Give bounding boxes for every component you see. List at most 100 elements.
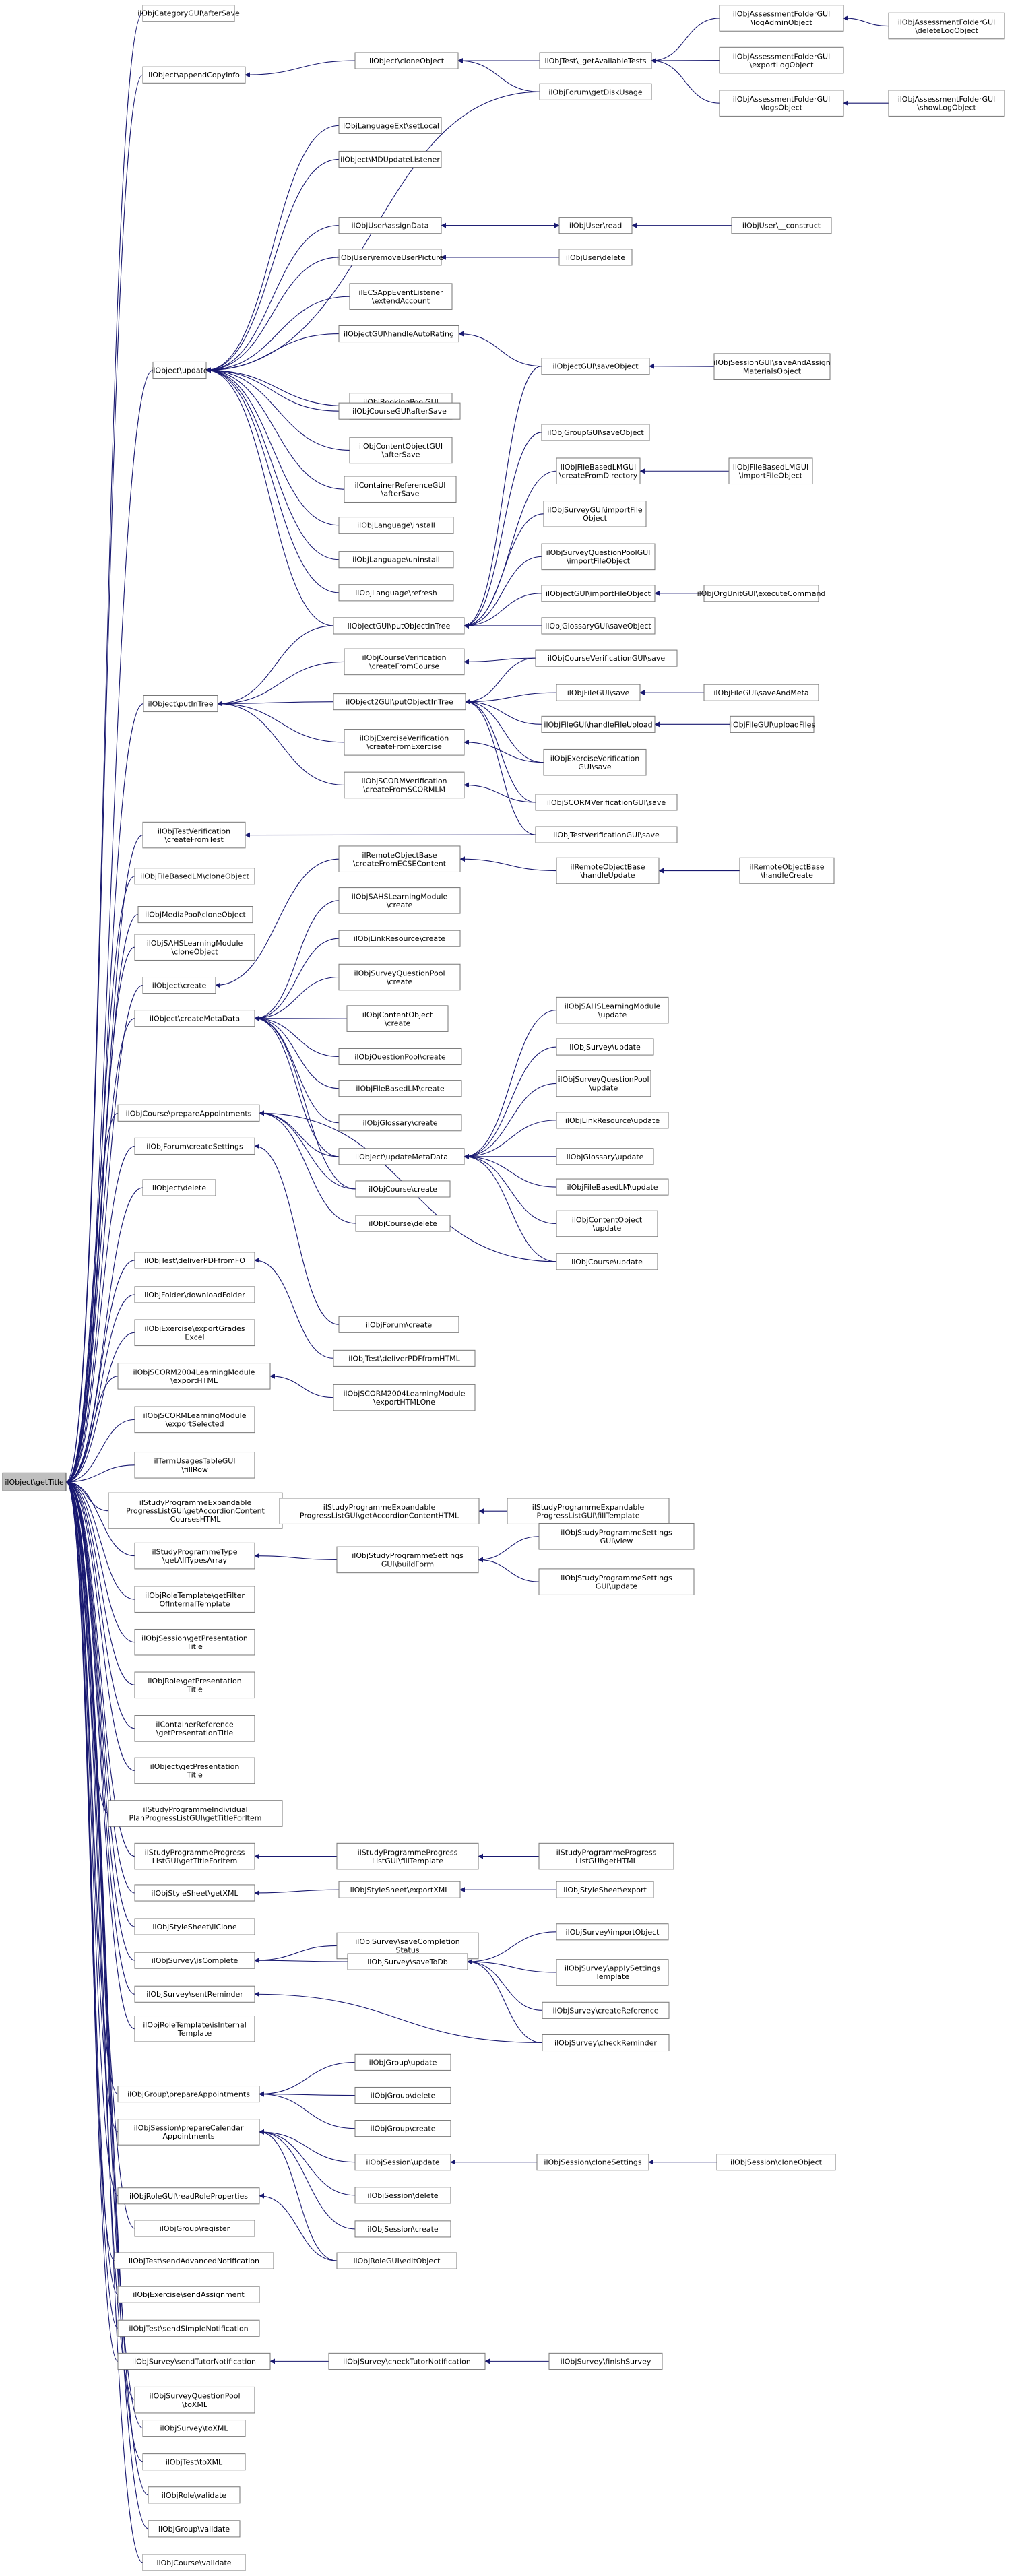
call-graph-node[interactable]: ilObject\cloneObject [354, 52, 459, 69]
call-graph-node[interactable]: ilObjGroup\update [354, 2053, 451, 2071]
call-graph-node[interactable]: ilObjCourse\create [355, 1180, 451, 1198]
node-box[interactable] [556, 996, 669, 1024]
call-graph-node[interactable]: ilObjectGUI\putObjectInTree [333, 617, 465, 635]
call-graph-node[interactable]: ilObjFileBasedLMGUI\importFileObject [728, 457, 813, 485]
call-graph-node[interactable]: ilObjLanguage\refresh [338, 584, 454, 602]
node-box[interactable] [338, 1148, 465, 1165]
call-graph-node[interactable]: ilObject2GUI\putObjectInTree [333, 693, 466, 711]
node-box[interactable] [354, 2086, 451, 2104]
call-graph-node[interactable]: ilObject\createMetaData [134, 1010, 255, 1027]
call-graph-node[interactable]: ilObjFileBasedLM\create [338, 1080, 462, 1097]
node-box[interactable] [134, 1286, 255, 1303]
node-box[interactable] [344, 648, 465, 676]
call-graph-node[interactable]: ilObjExerciseVerification\createFromExer… [344, 729, 465, 756]
call-graph-node[interactable]: ilObjCourseVerificationGUI\save [535, 649, 678, 667]
call-graph-node[interactable]: ilObjSCORMLearningModule\exportSelected [134, 1406, 255, 1434]
call-graph-node[interactable]: ilObjFileGUI\saveAndMeta [703, 684, 819, 701]
node-box[interactable] [338, 1316, 459, 1333]
node-box[interactable] [542, 2001, 670, 2019]
node-box[interactable] [142, 5, 235, 22]
call-graph-node[interactable]: ilObject\MDUpdateListener [338, 150, 442, 168]
node-box[interactable] [355, 1215, 451, 1232]
node-box[interactable] [535, 649, 678, 667]
call-graph-node[interactable]: ilObjAssessmentFolderGUI\deleteLogObject [888, 12, 1005, 40]
node-box[interactable] [333, 1384, 476, 1411]
node-box[interactable] [338, 217, 442, 234]
call-graph-node[interactable]: ilObjAssessmentFolderGUI\logsObject [719, 90, 844, 117]
call-graph-node[interactable]: ilObjTest\_getAvailableTests [539, 52, 652, 69]
call-graph-node[interactable]: ilObjSurveyQuestionPoolGUI\importFileObj… [541, 543, 656, 571]
call-graph-node[interactable]: ilObjQuestionPool\create [338, 1048, 462, 1066]
node-box[interactable] [142, 2420, 246, 2437]
node-box[interactable] [134, 1319, 255, 1347]
call-graph-node[interactable]: ilObject\getPresentationTitle [134, 1757, 255, 1784]
call-graph-node[interactable]: ilObjSCORM2004LearningModule\exportHTML [117, 1363, 271, 1390]
node-box[interactable] [108, 1800, 283, 1827]
node-box[interactable] [148, 2520, 241, 2538]
call-graph-node[interactable]: ilObjectGUI\importFileObject [541, 585, 656, 602]
call-graph-node[interactable]: ilObjRoleGUI\editObject [336, 2252, 457, 2269]
call-graph-node[interactable]: ilObjSession\cloneObject [716, 2154, 836, 2171]
call-graph-node[interactable]: ilContainerReference\getPresentationTitl… [134, 1715, 255, 1742]
node-box[interactable] [558, 217, 633, 234]
call-graph-node[interactable]: ilObjSCORMVerificationGUI\save [535, 794, 678, 811]
call-graph-node[interactable]: ilObject\create [142, 977, 216, 994]
node-box[interactable] [142, 1179, 216, 1196]
node-box[interactable] [703, 585, 819, 602]
call-graph-node[interactable]: ilObjContentObjectGUI\afterSave [349, 437, 453, 464]
call-graph-node[interactable]: ilObjStyleSheet\ilClone [134, 1918, 255, 1935]
call-graph-node[interactable]: ilObjSession\delete [354, 2187, 451, 2204]
call-graph-node[interactable]: ilObjSCORMVerification\createFromSCORMLM [344, 771, 465, 799]
node-box[interactable] [731, 217, 832, 234]
node-box[interactable] [134, 1586, 255, 1613]
node-box[interactable] [333, 617, 465, 635]
call-graph-node[interactable]: ilObjLinkResource\create [338, 930, 461, 947]
node-box[interactable] [117, 2187, 260, 2205]
node-box[interactable] [538, 1568, 695, 1595]
call-graph-node[interactable]: ilObjSession\update [354, 2154, 451, 2171]
call-graph-node[interactable]: ilObjTest\sendAdvancedNotification [114, 2252, 274, 2269]
root-node[interactable]: ilObject\getTitle [2, 1472, 67, 1491]
call-graph-node[interactable]: ilObjTestVerification\createFromTest [142, 821, 246, 849]
call-graph-node[interactable]: ilObjStyleSheet\export [556, 1881, 654, 1898]
node-box[interactable] [134, 2016, 255, 2042]
node-box[interactable] [333, 1349, 476, 1367]
call-graph-node[interactable]: ilObjCategoryGUI\afterSave [137, 5, 240, 22]
call-graph-node[interactable]: ilObjGroup\create [354, 2120, 451, 2137]
node-box[interactable] [336, 1842, 479, 1870]
node-box[interactable] [719, 46, 844, 74]
node-box[interactable] [134, 2220, 255, 2237]
node-box[interactable] [556, 1210, 658, 1237]
node-box[interactable] [143, 695, 218, 713]
call-graph-node[interactable]: ilObjCourse\prepareAppointments [117, 1104, 260, 1122]
node-box[interactable] [338, 402, 461, 420]
node-box[interactable] [538, 1522, 695, 1550]
node-box[interactable] [347, 1953, 468, 1970]
call-graph-node[interactable]: ilObjSurvey\toXML [142, 2420, 246, 2437]
call-graph-node[interactable]: ilObjLanguage\uninstall [338, 551, 454, 569]
node-box[interactable] [888, 90, 1005, 117]
call-graph-node[interactable]: ilObjUser\delete [558, 249, 633, 266]
call-graph-node[interactable]: ilObjFileBasedLM\cloneObject [134, 868, 255, 885]
node-box[interactable] [730, 715, 815, 733]
call-graph-node[interactable]: ilObjLanguageExt\setLocal [338, 117, 442, 134]
call-graph-node[interactable]: ilObjSAHSLearningModule\create [338, 887, 461, 914]
call-graph-node[interactable]: ilObjFileBasedLMGUI\createFromDirectory [556, 457, 641, 485]
node-box[interactable] [134, 1628, 255, 1656]
node-box[interactable] [541, 358, 650, 375]
call-graph-node[interactable]: ilObjGroup\register [134, 2220, 255, 2237]
call-graph-node[interactable]: ilObjectGUI\saveObject [541, 358, 650, 375]
call-graph-node[interactable]: ilStudyProgrammeExpandableProgressListGU… [507, 1498, 670, 1524]
node-box[interactable] [354, 2053, 451, 2071]
node-box[interactable] [556, 1178, 669, 1196]
node-box[interactable] [556, 684, 641, 701]
node-box[interactable] [719, 5, 844, 32]
node-box[interactable] [338, 150, 442, 168]
node-box[interactable] [108, 1492, 283, 1529]
node-box[interactable] [739, 857, 835, 884]
node-box[interactable] [349, 437, 453, 464]
node-box[interactable] [556, 1112, 669, 1129]
